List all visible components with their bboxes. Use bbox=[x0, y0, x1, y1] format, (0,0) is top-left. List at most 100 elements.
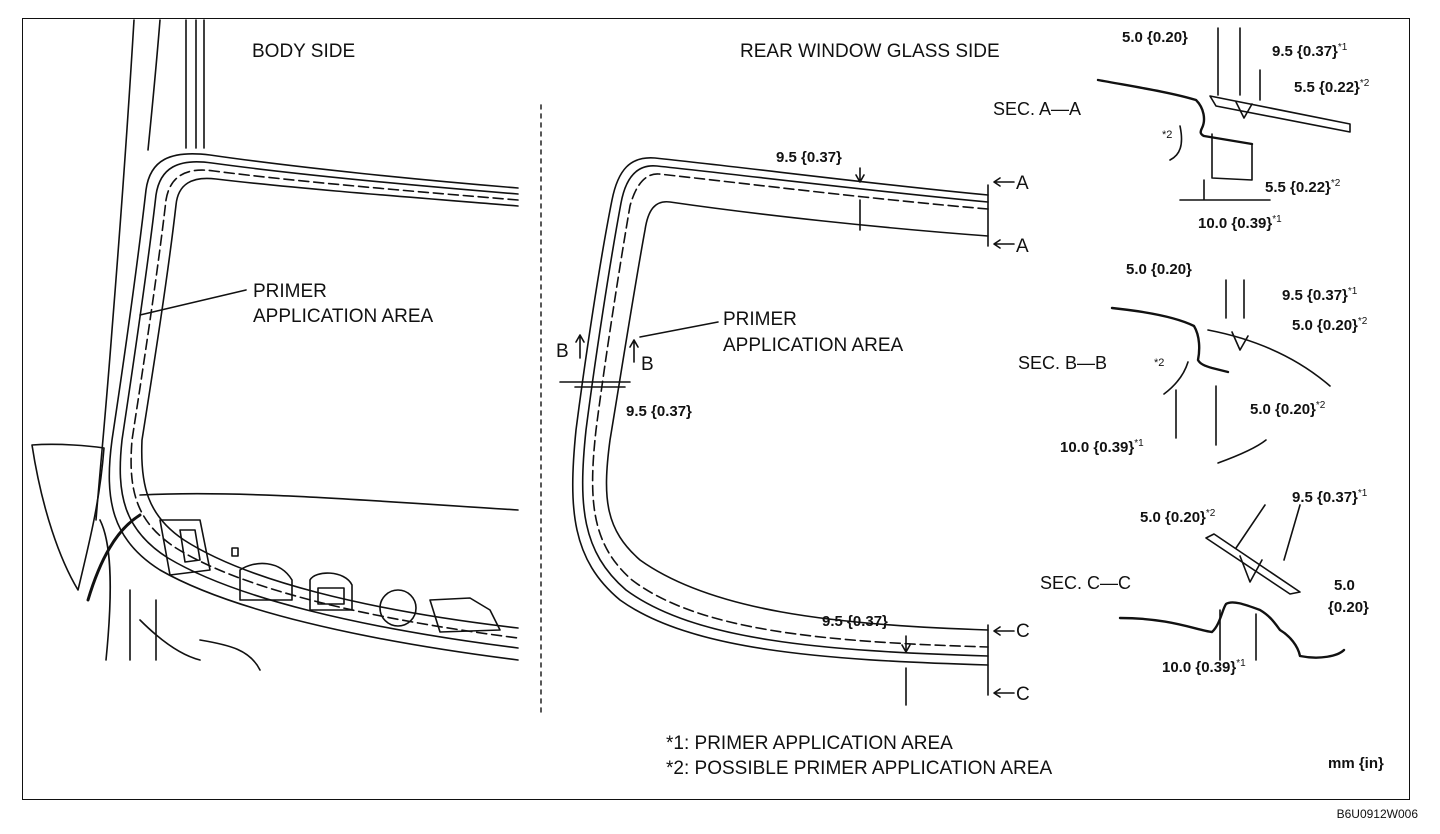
pillar-outer-line bbox=[95, 19, 135, 521]
section-a-title: SEC. A—A bbox=[993, 99, 1082, 119]
deck-round-hole bbox=[379, 589, 417, 627]
sec-a-star2-mark: *2 bbox=[1162, 129, 1173, 141]
sec-b-body-panel bbox=[1110, 306, 1230, 374]
pillar-inner-line bbox=[147, 19, 161, 151]
glass-inner-edge bbox=[605, 201, 989, 631]
primer-leader-body bbox=[139, 289, 247, 316]
sec-c-adhesive bbox=[1239, 555, 1263, 583]
sec-b-dim-9-5: 9.5 {0.37}*1 bbox=[1282, 286, 1358, 304]
sec-c-dim-9-5: 9.5 {0.37}*1 bbox=[1292, 488, 1368, 506]
section-b-title: SEC. B—B bbox=[1018, 353, 1108, 373]
deck-slot bbox=[231, 547, 239, 557]
deck-hole-2-inner bbox=[317, 587, 345, 605]
dim-side-width: 9.5 {0.37} bbox=[626, 403, 692, 420]
dim-side-arrow bbox=[559, 381, 631, 388]
units-label: mm {in} bbox=[1328, 755, 1384, 772]
pillar-trim-lines bbox=[185, 19, 205, 149]
arrow-a-top bbox=[993, 177, 1015, 187]
body-primer-label-line1: PRIMER bbox=[253, 281, 327, 302]
glass-outer-edge bbox=[572, 157, 989, 666]
sec-a-dim-10-0: 10.0 {0.39}*1 bbox=[1198, 214, 1282, 232]
sec-b-top-ext bbox=[1225, 279, 1245, 319]
sec-a-bead bbox=[1211, 133, 1253, 181]
lower-rib-lines bbox=[129, 589, 157, 661]
sec-b-dim-10-0: 10.0 {0.39}*1 bbox=[1060, 438, 1144, 456]
section-c-title: SEC. C—C bbox=[1040, 573, 1132, 593]
deck-bracket-1 bbox=[159, 519, 211, 576]
glass-primer-label-line2: APPLICATION AREA bbox=[723, 335, 904, 356]
arrow-c-bottom bbox=[993, 688, 1015, 698]
note-primer-area: *1: PRIMER APPLICATION AREA bbox=[666, 733, 953, 754]
sec-a-body-panel bbox=[1096, 78, 1254, 146]
glass-primer-label-line1: PRIMER bbox=[723, 309, 797, 330]
arrow-b-left bbox=[575, 334, 585, 359]
dim-top-arrow bbox=[855, 167, 865, 231]
sec-c-body-panel bbox=[1118, 601, 1346, 659]
figure-code: B6U0912W006 bbox=[1336, 807, 1418, 821]
sec-a-dim-5-5-top: 5.5 {0.22}*2 bbox=[1294, 78, 1370, 96]
flange-inner bbox=[140, 177, 519, 629]
dim-top-width: 9.5 {0.37} bbox=[776, 149, 842, 166]
primer-leader-glass bbox=[639, 321, 719, 338]
weatherstrip bbox=[86, 513, 142, 602]
sec-c-top-ext bbox=[1235, 504, 1301, 561]
deck-lower-lines bbox=[139, 619, 261, 671]
deck-top-line bbox=[139, 492, 519, 511]
sec-c-dim-5-0-right-2: {0.20} bbox=[1328, 599, 1369, 616]
arrow-a-bottom bbox=[993, 239, 1015, 249]
arrow-b-right bbox=[629, 339, 639, 363]
flange-outer bbox=[108, 153, 519, 661]
sec-a-dim-9-5: 9.5 {0.37}*1 bbox=[1272, 42, 1348, 60]
body-side-drawing bbox=[31, 19, 519, 671]
sec-a-dim-5-0: 5.0 {0.20} bbox=[1122, 29, 1188, 46]
glass-side-drawing bbox=[559, 157, 1015, 706]
section-c-drawing bbox=[1118, 504, 1346, 661]
body-side-title: BODY SIDE bbox=[252, 41, 356, 62]
deck-hole-1 bbox=[239, 562, 293, 601]
deck-hole-3 bbox=[429, 597, 501, 633]
sec-c-glass bbox=[1205, 533, 1301, 595]
cut-label-c-bottom: C bbox=[1016, 684, 1030, 705]
sec-b-curve bbox=[1163, 361, 1189, 395]
note-possible-primer-area: *2: POSSIBLE PRIMER APPLICATION AREA bbox=[666, 758, 1053, 779]
sec-b-lower-curve bbox=[1217, 439, 1267, 464]
sec-c-dim-5-0-right-1: 5.0 bbox=[1334, 577, 1355, 594]
sec-a-adhesive bbox=[1235, 101, 1253, 119]
cut-label-a-top: A bbox=[1016, 173, 1029, 194]
section-b-drawing bbox=[1110, 279, 1331, 464]
deck-hole-2 bbox=[309, 572, 353, 611]
body-primer-label-line2: APPLICATION AREA bbox=[253, 306, 434, 327]
glass-side-title: REAR WINDOW GLASS SIDE bbox=[740, 41, 1000, 62]
lower-edge bbox=[99, 519, 112, 661]
sec-a-glass bbox=[1209, 95, 1351, 133]
cut-label-a-bottom: A bbox=[1016, 236, 1029, 257]
sec-a-curve bbox=[1169, 125, 1183, 161]
deck-bracket-2 bbox=[179, 529, 201, 563]
arrow-c-top bbox=[993, 626, 1015, 636]
sec-c-dim-10-0: 10.0 {0.39}*1 bbox=[1162, 658, 1246, 676]
cut-label-b-right: B bbox=[641, 354, 654, 375]
sec-c-ext-lines bbox=[1219, 609, 1257, 661]
glass-edge-2 bbox=[581, 165, 989, 657]
sec-b-adhesive bbox=[1231, 331, 1249, 351]
sec-c-dim-5-0-left: 5.0 {0.20}*2 bbox=[1140, 508, 1216, 526]
glass-primer-hatch bbox=[591, 173, 989, 648]
cut-label-b-left: B bbox=[556, 341, 569, 362]
dim-bottom-width: 9.5 {0.37} bbox=[822, 613, 888, 630]
flange-mid bbox=[119, 161, 519, 649]
figure-frame bbox=[22, 18, 1410, 800]
dim-bottom-arrow bbox=[901, 635, 911, 706]
primer-band-hatch bbox=[130, 169, 519, 639]
section-a-drawing bbox=[1096, 27, 1351, 201]
sec-a-ext-lines bbox=[1217, 27, 1261, 101]
sec-b-dim-5-0-mid: 5.0 {0.20}*2 bbox=[1292, 316, 1368, 334]
sec-b-star2-mark: *2 bbox=[1154, 357, 1165, 369]
sec-b-dim-5-0-low: 5.0 {0.20}*2 bbox=[1250, 400, 1326, 418]
sec-b-ext-lines bbox=[1175, 385, 1217, 446]
sec-a-dim-5-5-bottom: 5.5 {0.22}*2 bbox=[1265, 178, 1341, 196]
cut-label-c-top: C bbox=[1016, 621, 1030, 642]
sec-b-dim-5-0-top: 5.0 {0.20} bbox=[1126, 261, 1192, 278]
sec-b-glass bbox=[1207, 329, 1331, 387]
sec-a-dim-lines bbox=[1179, 179, 1271, 201]
